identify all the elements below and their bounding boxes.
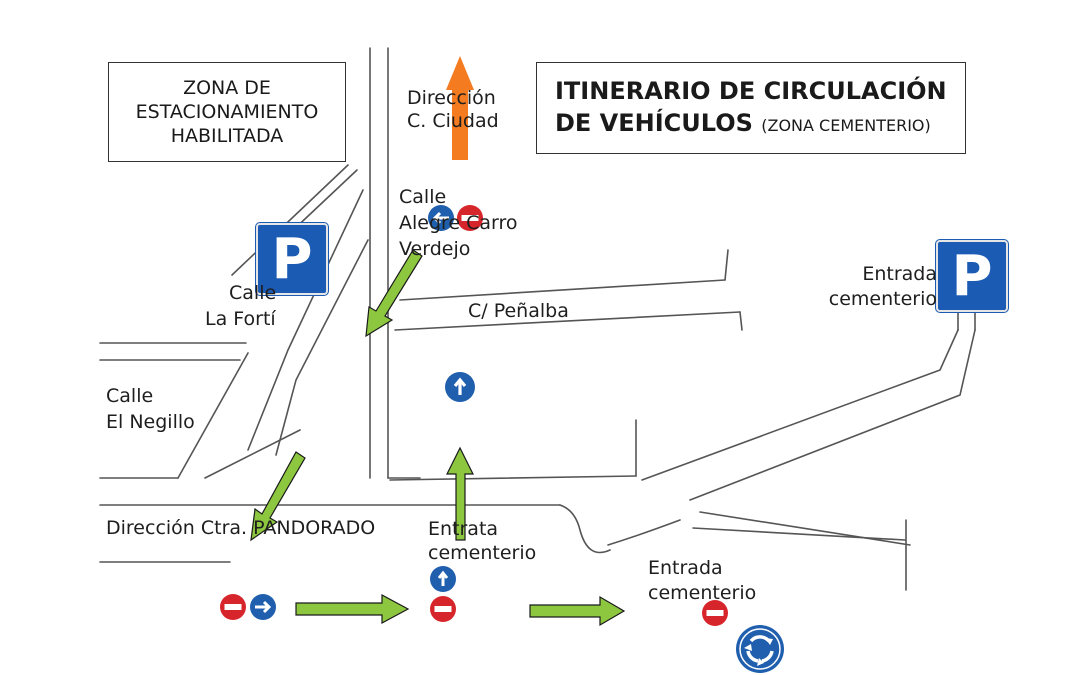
label-entrance-center: Entrata cementerio <box>428 518 537 564</box>
no-entry-icon <box>430 596 456 622</box>
label-alegre-carro: Calle Alegre Carro Verdejo <box>399 186 518 260</box>
label-direccion-ciudad: Dirección C. Ciudad <box>407 87 499 132</box>
title-box: ITINERARIO DE CIRCULACIÓN DE VEHÍCULOS (… <box>536 62 966 154</box>
road-network <box>99 47 976 591</box>
mandatory-direction-icon <box>250 594 276 620</box>
mandatory-direction-icon <box>445 372 475 402</box>
parking-sign-icon: P <box>936 240 1008 312</box>
label-entrance-right: Entrada cementerio <box>828 263 937 310</box>
parking-zone-line1: ZONA DE <box>183 77 271 99</box>
route-arrow-icon <box>365 249 423 338</box>
title-line2: DE VEHÍCULOS <box>555 108 753 137</box>
roundabout-icon <box>736 625 784 673</box>
route-arrow-icon <box>446 446 474 541</box>
parking-zone-line2: ESTACIONAMIENTO <box>135 101 319 123</box>
parking-sign-icon: P <box>256 223 328 295</box>
mandatory-direction-icon <box>428 205 454 231</box>
parking-zone-box: ZONA DE ESTACIONAMIENTO HABILITADA <box>108 62 346 162</box>
label-entrance-bottom: Entrada cementerio <box>648 557 757 604</box>
route-arrow-icon <box>295 593 410 625</box>
title-subtitle: (ZONA CEMENTERIO) <box>761 115 931 135</box>
route-arrow-icon <box>529 595 626 627</box>
route-arrow-icon <box>250 451 306 542</box>
mandatory-direction-icon <box>430 566 456 592</box>
direction-arrow-icon <box>446 56 474 160</box>
title-line1: ITINERARIO DE CIRCULACIÓN <box>555 76 947 105</box>
label-penalba: C/ Peñalba <box>468 300 569 322</box>
label-la-forti: Calle La Fortí <box>205 282 277 330</box>
label-el-negillo: Calle El Negillo <box>106 385 195 433</box>
parking-zone-line3: HABILITADA <box>170 125 284 147</box>
no-entry-icon <box>220 594 246 620</box>
label-pandorado: Dirección Ctra. PANDORADO <box>106 517 376 539</box>
route-arrows <box>250 249 626 627</box>
